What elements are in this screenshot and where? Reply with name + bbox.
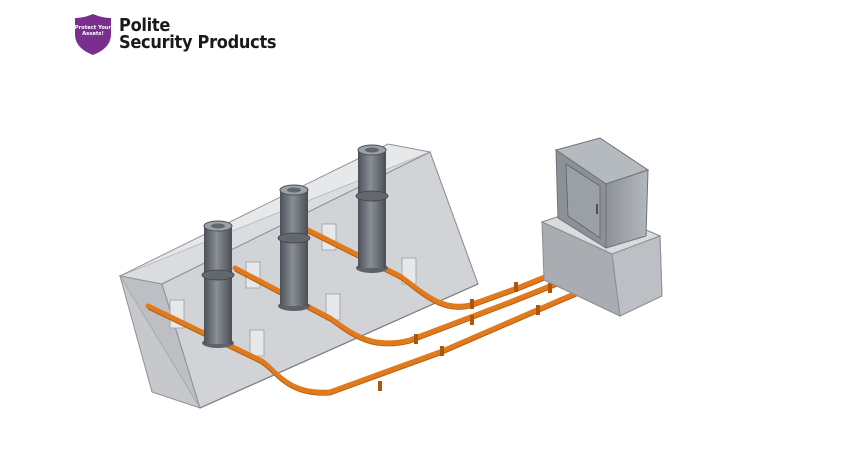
brand-name-line2: Security Products [119, 32, 277, 53]
company-logo: Protect Your Assets! Polite Security Pro… [72, 12, 277, 56]
conduit-3 [305, 227, 575, 309]
shield-icon: Protect Your Assets! [72, 12, 114, 56]
bollard-middle [277, 184, 311, 311]
conduit-2 [232, 265, 588, 346]
bollard-right [355, 144, 389, 273]
logo-tagline: Protect Your Assets! [74, 25, 112, 37]
conduits [145, 227, 603, 395]
conduit-1 [145, 280, 603, 395]
control-cabinet [554, 137, 650, 249]
brand-name: Polite Security Products [119, 15, 277, 53]
bollard-left [201, 220, 235, 348]
brand-name-line1: Polite [119, 15, 171, 36]
